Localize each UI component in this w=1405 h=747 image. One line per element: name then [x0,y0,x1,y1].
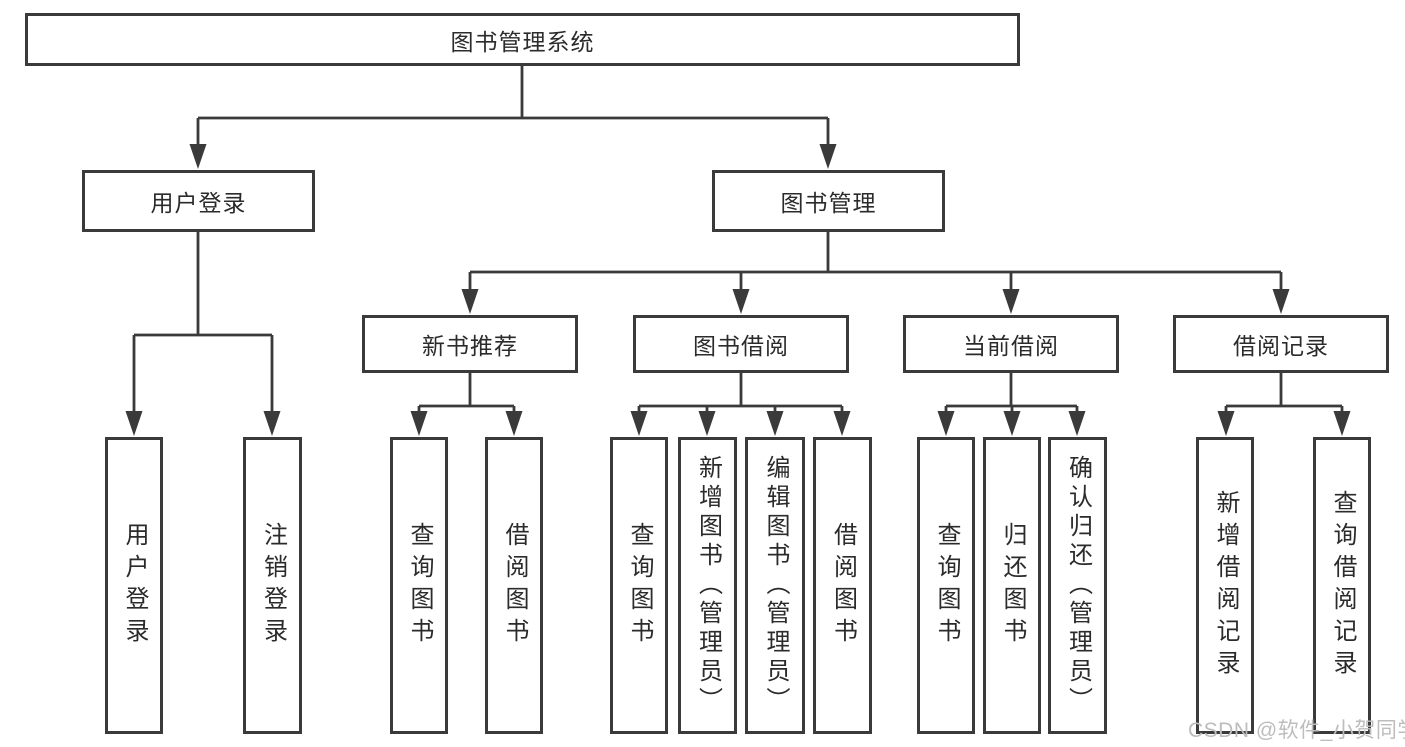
csdn-watermark: CSDN @软件_小贺同学 [1188,719,1405,742]
node-current-borrow-label: 当前借阅 [963,333,1059,359]
leaf-recommend-borrow-books-label: 借阅图书 [501,521,528,650]
leaf-return-books-label: 归还图书 [999,521,1026,650]
leaf-add-book-admin: 新增图书（管理员） [678,437,737,734]
node-new-book-recommend: 新书推荐 [362,315,578,373]
leaf-logout-label: 注销登录 [259,521,287,650]
leaf-logout: 注销登录 [243,437,302,734]
node-root-label: 图书管理系统 [450,28,595,55]
leaf-borrow-books: 借阅图书 [813,437,872,734]
node-user-login-label: 用户登录 [150,190,247,216]
node-borrow-records: 借阅记录 [1173,315,1389,373]
leaf-borrow-books-label: 借阅图书 [829,521,857,650]
node-new-book-recommend-label: 新书推荐 [422,333,518,359]
node-book-management-label: 图书管理 [780,190,877,216]
leaf-confirm-return-admin-label: 确认归还（管理员） [1064,455,1092,716]
leaf-current-query-books: 查询图书 [917,437,975,734]
leaf-query-borrow-record-label: 查询借阅记录 [1329,489,1356,682]
leaf-add-borrow-record-label: 新增借阅记录 [1212,489,1239,682]
leaf-add-book-admin-label: 新增图书（管理员） [694,455,722,716]
node-book-management: 图书管理 [712,170,945,232]
node-borrow-records-label: 借阅记录 [1233,333,1329,359]
node-current-borrow: 当前借阅 [903,315,1119,373]
leaf-recommend-borrow-books: 借阅图书 [485,437,543,734]
leaf-user-login-label: 用户登录 [121,521,148,650]
node-book-borrow: 图书借阅 [633,315,849,373]
leaf-return-books: 归还图书 [983,437,1041,734]
leaf-current-query-books-label: 查询图书 [933,521,960,650]
node-book-borrow-label: 图书借阅 [693,333,789,359]
leaf-recommend-query-books: 查询图书 [390,437,448,734]
leaf-edit-book-admin: 编辑图书（管理员） [745,437,805,734]
leaf-borrow-query-books-label: 查询图书 [626,521,653,650]
leaf-edit-book-admin-label: 编辑图书（管理员） [762,455,789,716]
leaf-query-borrow-record: 查询借阅记录 [1313,437,1371,734]
leaf-confirm-return-admin: 确认归还（管理员） [1048,437,1107,734]
leaf-user-login: 用户登录 [105,437,163,734]
node-root: 图书管理系统 [25,13,1020,66]
leaf-borrow-query-books: 查询图书 [610,437,668,734]
leaf-recommend-query-books-label: 查询图书 [406,521,433,650]
node-user-login: 用户登录 [82,170,315,232]
leaf-add-borrow-record: 新增借阅记录 [1196,437,1254,734]
